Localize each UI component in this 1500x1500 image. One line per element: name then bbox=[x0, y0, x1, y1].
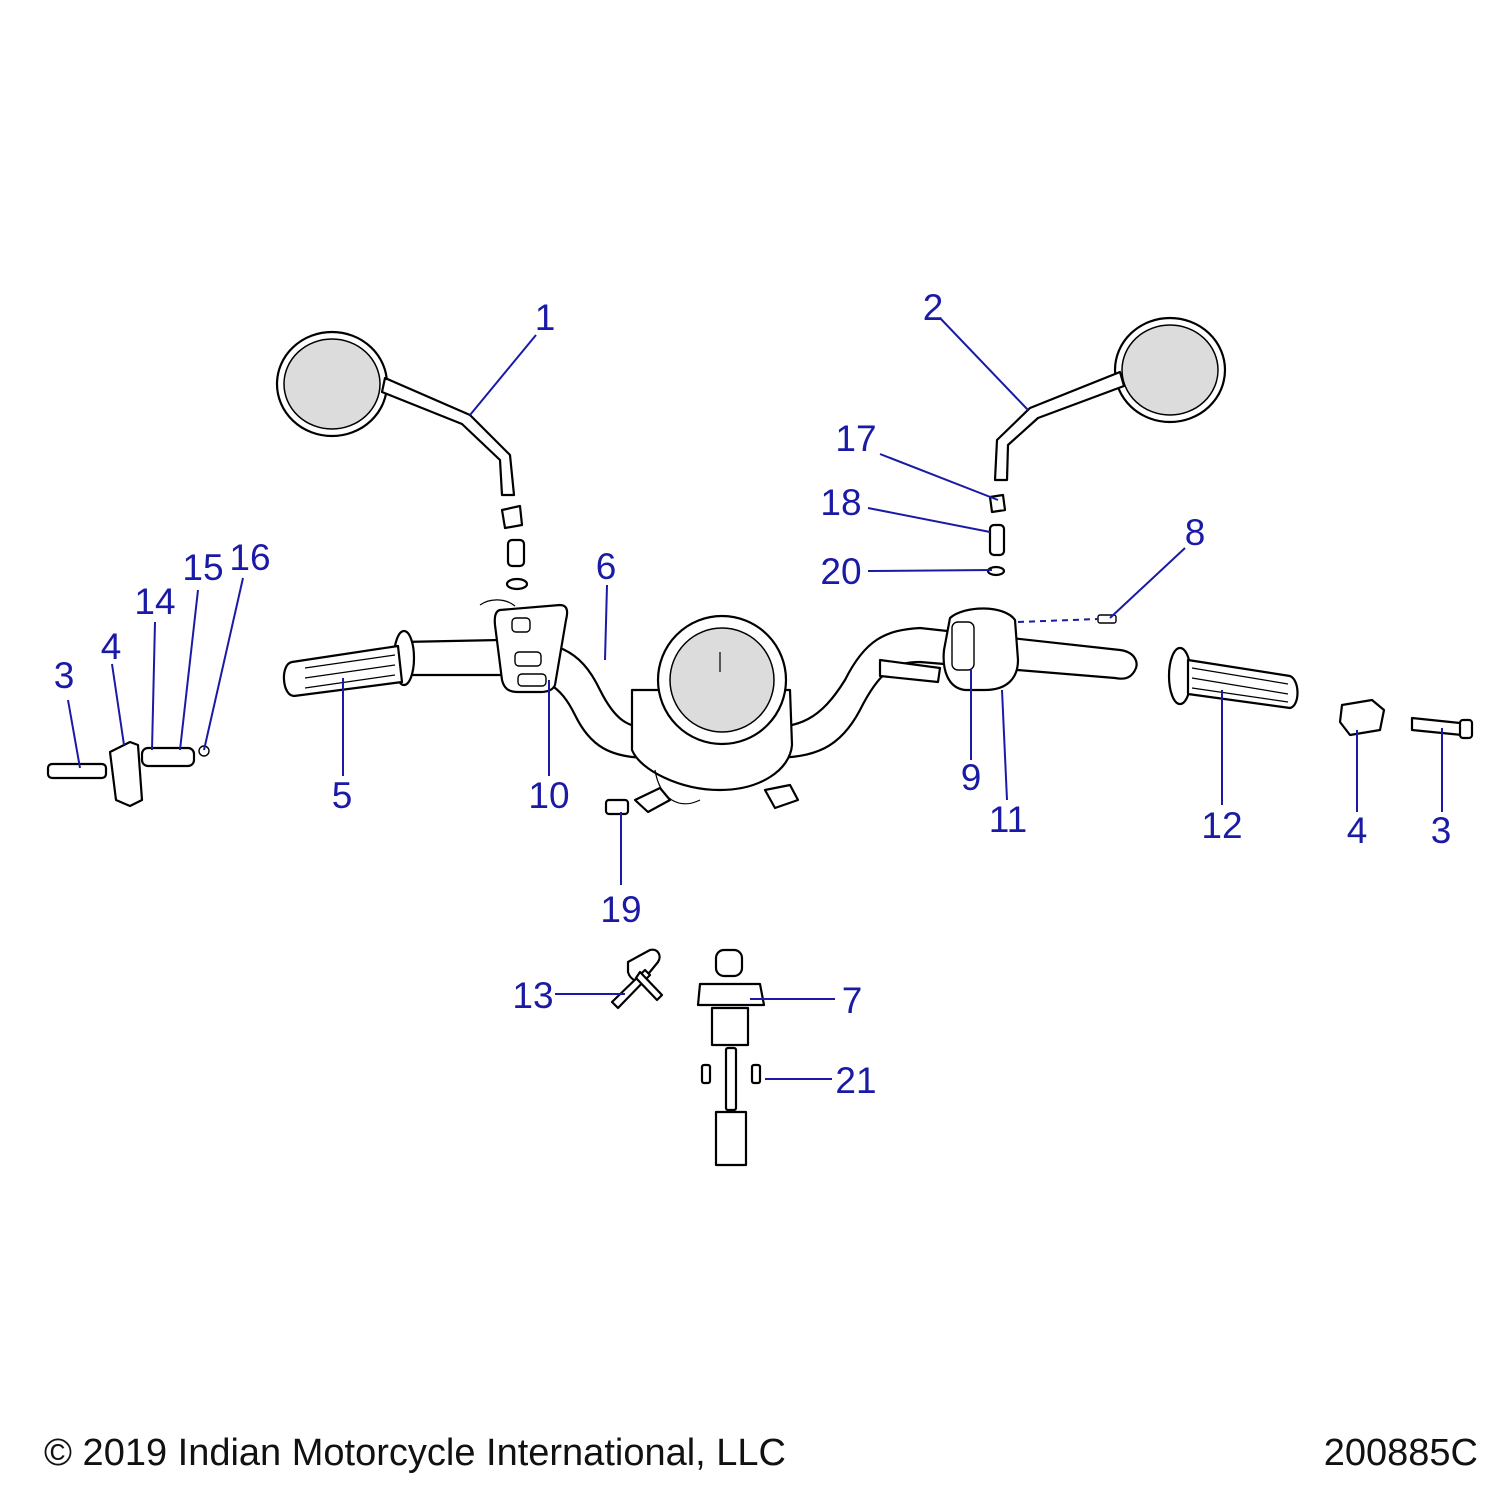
callout-17: 17 bbox=[835, 418, 876, 459]
clip-19 bbox=[604, 798, 630, 816]
callout-15: 15 bbox=[182, 547, 223, 588]
callout-13: 13 bbox=[512, 975, 553, 1016]
callout-20: 20 bbox=[820, 551, 861, 592]
callout-labels: 1 2 17 18 20 8 6 16 15 14 4 3 5 10 9 11 … bbox=[54, 287, 1452, 1101]
callout-5: 5 bbox=[332, 775, 353, 816]
copyright-notice: © 2019 Indian Motorcycle International, … bbox=[44, 1432, 786, 1474]
callout-6: 6 bbox=[596, 546, 617, 587]
callout-3-right: 3 bbox=[1431, 810, 1452, 851]
callout-21: 21 bbox=[835, 1060, 876, 1101]
callout-19: 19 bbox=[600, 889, 641, 930]
ignition-switch bbox=[696, 948, 766, 1167]
callout-1: 1 bbox=[535, 297, 556, 338]
callout-14: 14 bbox=[134, 581, 175, 622]
callout-18: 18 bbox=[820, 482, 861, 523]
right-mirror bbox=[986, 316, 1227, 577]
callout-11: 11 bbox=[989, 799, 1027, 840]
leader-lines bbox=[67, 317, 1443, 1080]
callout-4-right: 4 bbox=[1347, 810, 1368, 851]
instrument-cluster bbox=[630, 614, 800, 814]
ignition-key bbox=[610, 948, 664, 1010]
callout-3-left: 3 bbox=[54, 655, 75, 696]
callout-12: 12 bbox=[1201, 805, 1242, 846]
left-grip bbox=[282, 644, 404, 698]
diagram-id: 200885C bbox=[1323, 1432, 1478, 1474]
right-switch-housing bbox=[878, 607, 1020, 692]
callout-4-left: 4 bbox=[101, 626, 122, 667]
right-grip bbox=[1167, 646, 1299, 710]
right-bar-end-parts bbox=[1338, 698, 1474, 740]
callout-9: 9 bbox=[961, 757, 982, 798]
callout-8: 8 bbox=[1185, 512, 1206, 553]
left-bar-end-parts bbox=[46, 740, 210, 808]
callout-7: 7 bbox=[842, 980, 863, 1021]
callout-16: 16 bbox=[229, 537, 270, 578]
left-mirror bbox=[275, 330, 529, 591]
callout-2: 2 bbox=[923, 287, 944, 328]
left-switch-housing bbox=[479, 599, 569, 694]
callout-10: 10 bbox=[528, 775, 569, 816]
